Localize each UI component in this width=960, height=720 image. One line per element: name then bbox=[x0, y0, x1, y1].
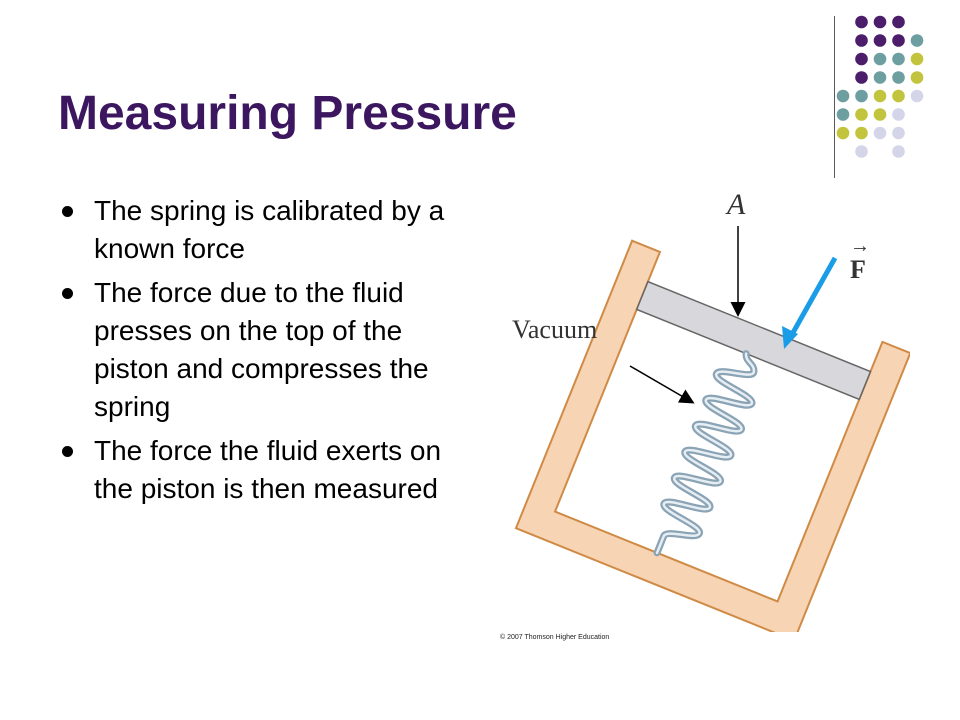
force-label: F bbox=[850, 255, 866, 284]
bullet-dot-icon bbox=[62, 446, 73, 457]
decorative-dot bbox=[855, 71, 868, 84]
decorative-dot bbox=[855, 108, 868, 121]
bullet-dot-icon bbox=[62, 288, 73, 299]
decorative-dot bbox=[892, 145, 905, 158]
decorative-dot bbox=[910, 89, 924, 103]
piston bbox=[635, 280, 872, 401]
bullet-list: The spring is calibrated by a known forc… bbox=[60, 192, 470, 514]
decorative-dot bbox=[855, 15, 868, 29]
bullet-text: The force the fluid exerts on the piston… bbox=[94, 435, 442, 504]
decorative-dot bbox=[855, 126, 868, 140]
decorative-dot bbox=[855, 34, 868, 47]
decorative-dot bbox=[910, 52, 924, 66]
decorative-dot bbox=[892, 15, 905, 29]
decorative-dot bbox=[836, 126, 850, 140]
decorative-dot bbox=[855, 145, 868, 158]
vacuum-arrow bbox=[629, 365, 695, 404]
decorative-dot bbox=[873, 126, 887, 140]
bullet-text: The spring is calibrated by a known forc… bbox=[94, 195, 445, 264]
vacuum-label: Vacuum bbox=[512, 315, 597, 344]
decorative-dot bbox=[873, 89, 887, 103]
copyright-notice: © 2007 Thomson Higher Education bbox=[500, 634, 610, 641]
decorative-dot bbox=[873, 34, 887, 47]
decorative-dot bbox=[910, 71, 924, 84]
decorative-dot bbox=[855, 89, 868, 103]
bullet-item: The force the fluid exerts on the piston… bbox=[60, 432, 470, 508]
vertical-divider bbox=[834, 16, 835, 178]
decorative-dot bbox=[892, 89, 905, 103]
pressure-gauge-figure: A → F Vacuum bbox=[512, 188, 910, 632]
decorative-dot bbox=[910, 34, 924, 47]
decorative-dot bbox=[892, 34, 905, 47]
decorative-dot bbox=[873, 15, 887, 29]
decorative-dot bbox=[873, 71, 887, 84]
bullet-dot-icon bbox=[62, 206, 73, 217]
decorative-dot bbox=[892, 71, 905, 84]
decorative-dot bbox=[855, 52, 868, 66]
slide-title: Measuring Pressure bbox=[58, 87, 517, 140]
decorative-dot bbox=[836, 108, 850, 121]
bullet-item: The force due to the fluid presses on th… bbox=[60, 274, 470, 426]
decorative-dot bbox=[892, 52, 905, 66]
spring bbox=[653, 350, 758, 557]
area-label: A bbox=[725, 188, 746, 221]
decorative-dot-grid bbox=[836, 15, 924, 158]
bullet-item: The spring is calibrated by a known forc… bbox=[60, 192, 470, 268]
bullet-text: The force due to the fluid presses on th… bbox=[94, 277, 429, 422]
force-arrow-head-icon bbox=[782, 326, 798, 349]
decorative-dot bbox=[892, 126, 905, 140]
force-vector-arrow-icon: → bbox=[850, 235, 870, 257]
force-arrow bbox=[787, 256, 838, 340]
decorative-dot bbox=[836, 89, 850, 103]
decorative-dot bbox=[892, 108, 905, 121]
decorative-dot bbox=[873, 108, 887, 121]
container-walls bbox=[514, 239, 910, 632]
decorative-dot bbox=[873, 52, 887, 66]
